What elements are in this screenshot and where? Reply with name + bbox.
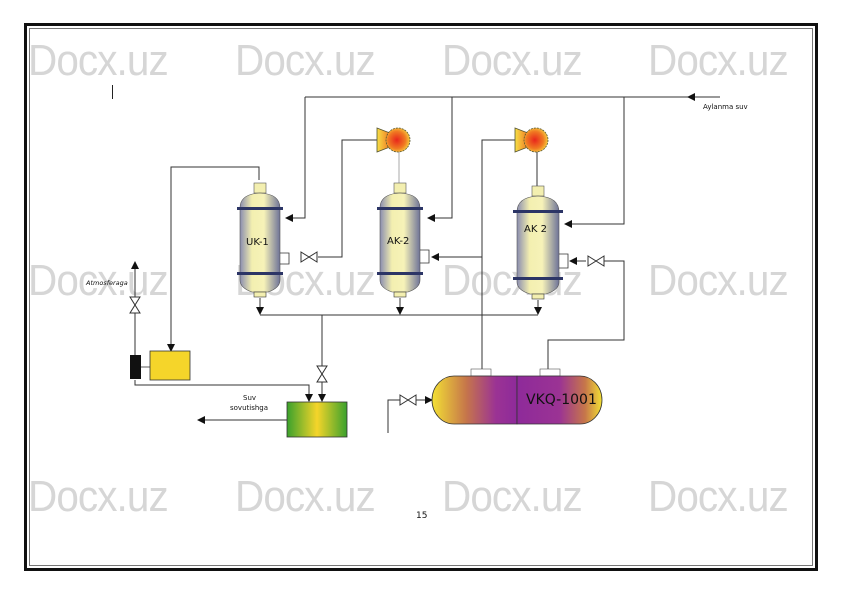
valve-tank-inlet[interactable] (399, 394, 417, 406)
pipe-to-ak2a (427, 97, 453, 222)
watermark: Docx.uz (648, 256, 789, 305)
horizontal-tank-label: VKQ-1001 (526, 392, 597, 408)
pipe-receiver-to-cooler (134, 380, 313, 402)
vessel-uk1-label: UK-1 (246, 237, 269, 248)
horizontal-tank-vkq1001[interactable]: VKQ-1001 (431, 368, 603, 425)
outlet-label-line2: sovutishga (230, 404, 268, 412)
valve-uk1-inlet[interactable] (300, 251, 318, 263)
pump-2 (514, 127, 549, 153)
watermark: Docx.uz (235, 36, 376, 85)
pipe-pump1-to-uk1 (318, 139, 378, 258)
valve-vent[interactable] (129, 296, 141, 314)
vessel-ak2a[interactable]: AK-2 (377, 182, 430, 298)
pipe-pump2-to-tank (481, 139, 530, 370)
watermark: Docx.uz (28, 256, 169, 305)
pipe-uk1-top-to-receiver (167, 166, 260, 352)
pipe-to-uk1 (285, 97, 306, 222)
vessel-ak2b[interactable]: AK 2 (513, 185, 569, 300)
outlet-label-line1: Suv (243, 394, 256, 402)
inlet-label: Aylanma suv (703, 103, 748, 111)
pipe-to-ak2b (564, 97, 625, 228)
watermark: Docx.uz (28, 36, 169, 85)
valve-collector[interactable] (316, 365, 328, 383)
valves (129, 251, 605, 406)
page-frame (24, 23, 818, 571)
vessel-ak2a-label: AK-2 (387, 236, 409, 247)
vent-label: Atmosferaga (85, 279, 128, 287)
vessel-uk1[interactable]: UK-1 (237, 182, 290, 298)
watermark: Docx.uz (442, 36, 583, 85)
receiver-tank[interactable] (149, 350, 191, 381)
pipe-tank-inlet (387, 396, 433, 433)
text-cursor (112, 85, 113, 99)
pipe-tank-to-ak2b (547, 260, 625, 370)
separator (130, 355, 150, 379)
cooler-tank[interactable] (286, 401, 348, 438)
pump-1 (376, 127, 411, 153)
pipe-network (131, 93, 720, 433)
watermark: Docx.uz (28, 472, 169, 521)
valve-ak2b-inlet[interactable] (587, 255, 605, 267)
page-number: 15 (416, 511, 428, 521)
watermark: Docx.uz (648, 36, 789, 85)
watermark: Docx.uz (648, 472, 789, 521)
watermark: Docx.uz (235, 472, 376, 521)
vessel-ak2b-label: AK 2 (524, 224, 547, 235)
watermark: Docx.uz (442, 472, 583, 521)
